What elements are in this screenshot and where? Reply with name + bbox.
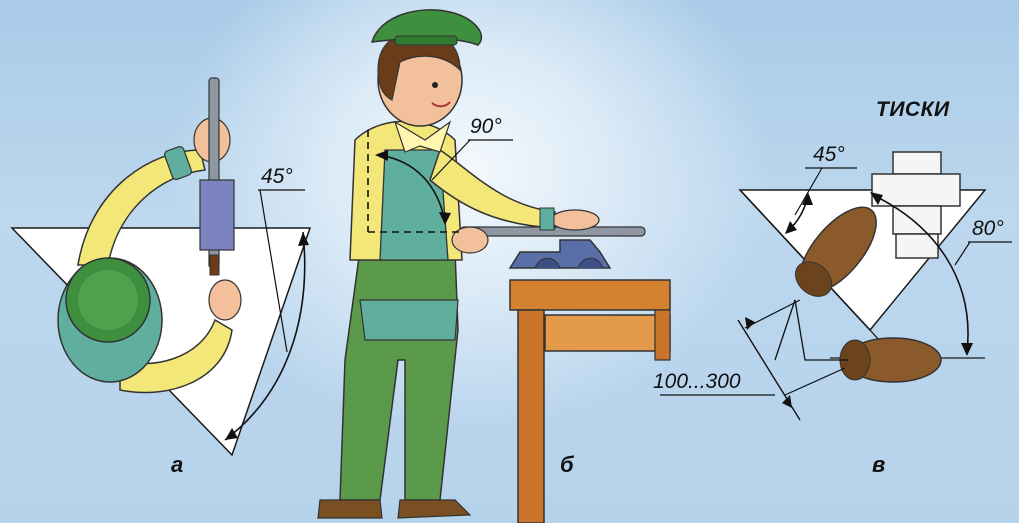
vise-top-view	[200, 180, 234, 250]
angle-label-c-80: 80°	[972, 217, 1004, 241]
worker-cuff-front	[540, 208, 554, 230]
worker-cap-highlight	[78, 270, 138, 330]
worker-apron-lower	[360, 300, 458, 340]
worker-trousers	[340, 250, 458, 500]
feet-distance-label: 100...300	[653, 370, 741, 394]
angle-label-c-45: 45°	[813, 143, 845, 167]
workbench-drawer	[545, 315, 670, 351]
panel-a-top-view	[12, 78, 310, 455]
vise-label: ТИСКИ	[876, 98, 950, 122]
worker-hand-back	[452, 227, 488, 253]
panel-a-triangle	[12, 228, 310, 455]
leader-c80	[955, 242, 970, 265]
worker-cap-band	[395, 36, 457, 45]
panel-label-c: в	[872, 452, 885, 478]
worker-shoe-left	[318, 500, 382, 518]
leader-dim	[775, 300, 848, 360]
workbench-side	[655, 310, 670, 360]
angle-label-b: 90°	[470, 115, 502, 139]
ext-line-1	[745, 300, 800, 328]
panel-label-a: а	[171, 452, 183, 478]
panel-label-b: б	[560, 452, 574, 478]
shoe-right-top	[840, 338, 941, 382]
workbench-leg	[518, 310, 544, 523]
file-handle	[210, 255, 219, 275]
arrow-dim-2	[782, 395, 792, 408]
vise-jaw-top	[893, 152, 941, 174]
ext-line-2	[785, 368, 845, 395]
worker-hand-front	[551, 210, 599, 230]
worker-eye	[432, 82, 438, 88]
arrow-c80-2	[961, 343, 973, 356]
worker-hand-lower	[209, 280, 241, 320]
arrow-dim-1	[745, 317, 755, 330]
worker-shoe-right	[398, 500, 470, 518]
panel-b-side-view	[318, 10, 670, 523]
workbench-top	[510, 280, 670, 310]
angle-label-a: 45°	[261, 165, 293, 189]
